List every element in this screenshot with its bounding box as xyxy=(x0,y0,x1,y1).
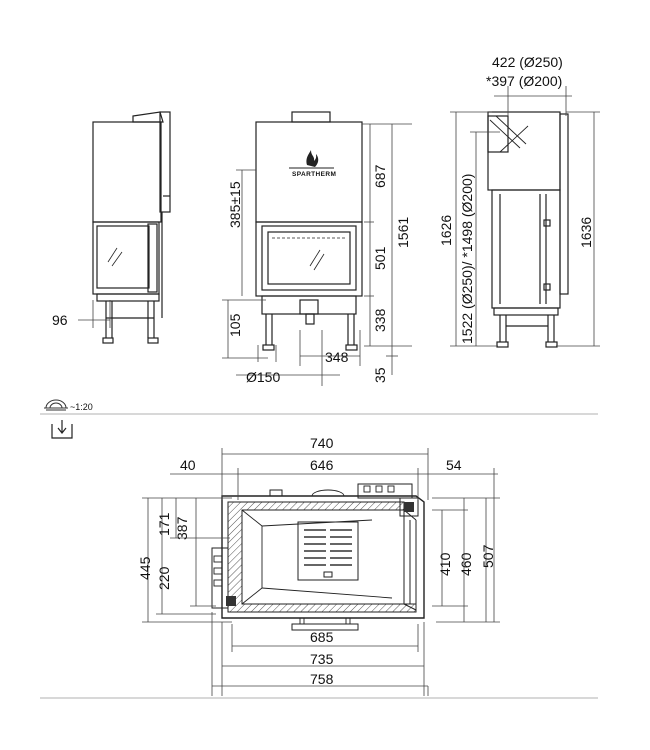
dim-label-220: 220 xyxy=(156,566,172,590)
plan-view-arrow-icon xyxy=(51,420,73,439)
plan-view xyxy=(211,483,425,631)
dim-label-445: 445 xyxy=(137,556,153,580)
dim-label-1636: 1636 xyxy=(578,217,594,248)
dim-label-1626: 1626 xyxy=(438,215,454,246)
scale-label: ~1:20 xyxy=(70,402,93,412)
left-elevation-view xyxy=(92,111,171,344)
dim-label-338: 338 xyxy=(372,308,388,332)
dim-label-35: 35 xyxy=(372,367,388,383)
plan-dimension-lines xyxy=(142,448,500,696)
dim-label-460: 460 xyxy=(458,552,474,576)
dim-label-1522: 1522 (Ø250)/ *1498 (Ø200) xyxy=(459,174,475,344)
spartherm-logo: SPARTHERM xyxy=(289,150,336,178)
dim-label-735: 735 xyxy=(310,651,334,667)
side-elevation-view xyxy=(487,111,569,348)
side-dimension-lines xyxy=(450,86,600,347)
dim-label-740: 740 xyxy=(310,435,334,451)
dim-label-1561: 1561 xyxy=(395,217,411,248)
dim-label-150: Ø150 xyxy=(246,369,280,385)
dim-label-105: 105 xyxy=(227,313,243,337)
dim-label-687: 687 xyxy=(372,164,388,188)
dim-label-40: 40 xyxy=(180,457,196,473)
dim-label-507: 507 xyxy=(480,544,496,568)
dim-label-171: 171 xyxy=(156,512,172,536)
dim-label-348: 348 xyxy=(325,349,349,365)
dimension-96 xyxy=(78,300,111,328)
dim-label-685: 685 xyxy=(310,629,334,645)
dim-label-758: 758 xyxy=(310,671,334,687)
front-elevation-view xyxy=(255,111,363,351)
dim-label-397: *397 (Ø200) xyxy=(486,73,562,89)
dim-label-410: 410 xyxy=(437,552,453,576)
dim-label-96: 96 xyxy=(52,312,68,328)
front-dimension-lines xyxy=(222,123,412,386)
dim-label-501: 501 xyxy=(372,246,388,270)
dim-label-54: 54 xyxy=(446,457,462,473)
dim-label-385: 385±15 xyxy=(227,181,243,228)
logo-text: SPARTHERM xyxy=(292,171,336,178)
dim-label-646: 646 xyxy=(310,457,334,473)
dim-label-387: 387 xyxy=(174,516,190,540)
scale-bowl-icon xyxy=(44,399,68,411)
dim-label-422: 422 (Ø250) xyxy=(492,54,563,70)
